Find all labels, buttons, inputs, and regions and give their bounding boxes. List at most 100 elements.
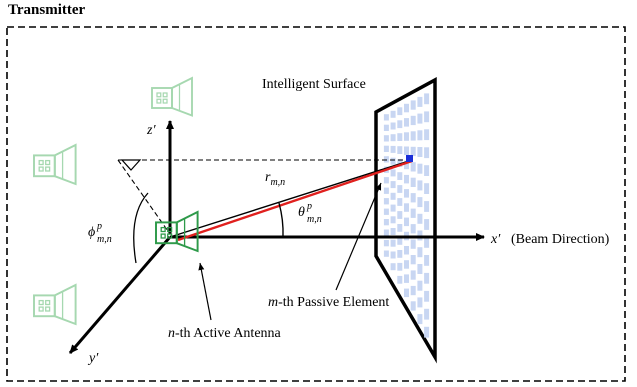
- surface-cell: [410, 162, 416, 172]
- surface-cell: [417, 130, 423, 141]
- faded-antenna-left: [33, 144, 77, 185]
- surface-cell: [417, 163, 423, 174]
- surface-cell: [424, 272, 430, 284]
- surface-cell: [410, 285, 416, 296]
- surface-cell: [390, 216, 396, 224]
- svg-text:p: p: [96, 221, 102, 232]
- surface-cell: [417, 297, 423, 308]
- surface-cell: [404, 203, 409, 212]
- surface-cell: [404, 160, 409, 170]
- surface-cell: [397, 262, 403, 271]
- surface-cell: [410, 100, 416, 110]
- surface-cell: [417, 96, 423, 107]
- surface-cell: [397, 146, 403, 154]
- active-antenna-label: n-th Active Antenna: [168, 326, 282, 341]
- svg-text:m,n: m,n: [97, 234, 112, 245]
- surface-cell: [404, 217, 409, 227]
- z-axis-label: z′: [146, 123, 156, 138]
- surface-cell: [417, 264, 423, 274]
- surface-cell: [390, 145, 396, 153]
- surface-cell: [397, 250, 403, 258]
- x-axis-label: x′: [490, 232, 501, 247]
- surface-cell: [383, 250, 389, 257]
- surface-cell: [397, 185, 403, 193]
- surface-cell: [424, 129, 430, 141]
- diagram-title: Transmitter: [8, 2, 86, 18]
- surface-cell: [390, 122, 396, 130]
- surface-cell: [417, 113, 423, 124]
- surface-cell: [424, 308, 430, 320]
- surface-cell: [390, 110, 396, 118]
- passive-element-pointer: [335, 182, 382, 291]
- surface-cell: [390, 169, 396, 177]
- surface-cell: [404, 132, 409, 141]
- surface-cell: [404, 146, 409, 155]
- surface-cell-grid: [383, 93, 430, 338]
- surface-cell: [383, 187, 389, 194]
- surface-cell: [410, 131, 416, 141]
- phi-label: ϕ p m,n: [88, 221, 112, 245]
- beam-ray: [177, 159, 413, 242]
- surface-cell: [410, 177, 416, 187]
- surface-cell: [424, 165, 430, 176]
- x-axis-note: (Beam Direction): [511, 232, 610, 247]
- surface-cell: [404, 174, 409, 184]
- surface-cell: [424, 111, 430, 123]
- surface-cell: [404, 260, 409, 269]
- surface-cell: [424, 255, 430, 266]
- transmitter-boundary: [6, 26, 626, 382]
- surface-cell: [424, 147, 430, 159]
- surface-cell: [410, 224, 416, 234]
- faded-antenna-top: [151, 77, 193, 117]
- right-angle-marker: [120, 159, 142, 171]
- surface-cell: [410, 301, 416, 311]
- surface-cell: [390, 263, 396, 271]
- y-axis-label: y′: [87, 351, 99, 366]
- surface-cell: [397, 198, 403, 206]
- surface-cell: [397, 237, 403, 245]
- surface-cell: [397, 211, 403, 219]
- surface-cell: [410, 115, 416, 126]
- surface-cell: [404, 274, 409, 283]
- surface-cell: [397, 275, 403, 284]
- theta-label: θ p m,n: [298, 201, 322, 225]
- surface-cell: [410, 208, 416, 218]
- surface-cell: [390, 192, 396, 200]
- surface-cell: [404, 189, 409, 198]
- surface-cell: [417, 180, 423, 191]
- surface-cell: [383, 198, 389, 205]
- surface-cell: [417, 197, 423, 208]
- surface-cell: [390, 228, 396, 235]
- surface-cell: [390, 157, 396, 165]
- surface-cell: [383, 219, 389, 226]
- surface-cell: [417, 147, 423, 157]
- surface-cell: [404, 288, 409, 298]
- surface-cell: [417, 314, 423, 325]
- faded-antenna-bottom: [33, 284, 77, 325]
- surface-cell: [424, 93, 430, 105]
- surface-cell: [424, 290, 430, 302]
- surface-label: Intelligent Surface: [262, 77, 366, 92]
- surface-cell: [410, 146, 416, 157]
- svg-text:ϕ: ϕ: [88, 225, 95, 240]
- svg-text:θ: θ: [298, 205, 305, 220]
- surface-cell: [397, 172, 403, 180]
- surface-cell: [410, 239, 416, 249]
- distance-label: rm,n: [265, 170, 285, 188]
- svg-text:m,n: m,n: [307, 214, 322, 225]
- surface-cell: [383, 145, 389, 152]
- surface-cell: [424, 326, 430, 338]
- passive-element-label: m-th Passive Element: [268, 295, 389, 310]
- surface-cell: [383, 240, 389, 247]
- surface-cell: [410, 193, 416, 203]
- surface-cell: [383, 135, 389, 142]
- surface-cell: [390, 239, 396, 247]
- surface-cell: [383, 124, 389, 131]
- y-axis: [68, 236, 172, 354]
- surface-cell: [397, 107, 403, 116]
- phi-arc: [133, 192, 149, 264]
- surface-cell: [410, 270, 416, 280]
- surface-cell: [417, 247, 423, 258]
- passive-element-icon: [406, 155, 413, 162]
- surface-cell: [390, 181, 396, 189]
